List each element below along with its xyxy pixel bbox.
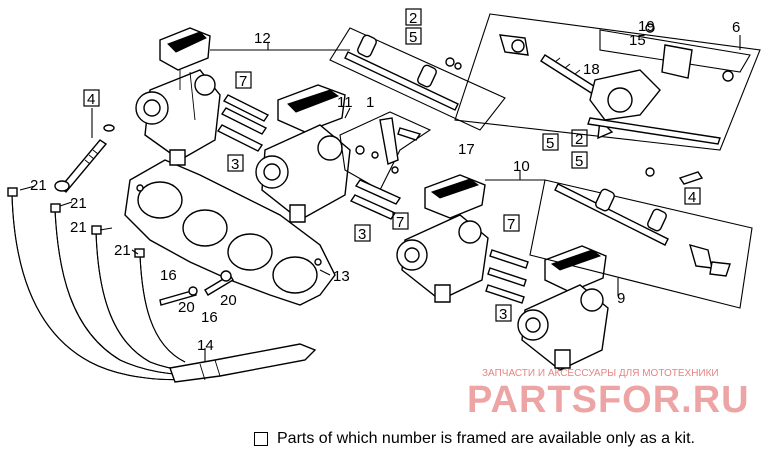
footnote-text: Parts of which number is framed are avai… xyxy=(277,430,695,447)
part-label: 12 xyxy=(254,30,271,47)
part-label: 3 xyxy=(231,156,239,173)
kit-footnote: Parts of which number is framed are avai… xyxy=(254,428,695,450)
part-number-labels: 12 11 1 6 19 15 18 17 10 9 13 14 16 16 2… xyxy=(30,18,740,354)
part-label: 7 xyxy=(239,73,247,90)
part-label: 1 xyxy=(366,94,374,111)
part-label: 9 xyxy=(617,290,625,307)
carburetor-center xyxy=(255,84,351,223)
framed-number-symbol xyxy=(254,432,268,446)
spring-set-lower xyxy=(485,249,529,304)
throttle-link-bottom xyxy=(485,167,753,309)
carburetor-front-left xyxy=(396,174,489,303)
part-label: 2 xyxy=(575,131,583,148)
spring-set-upper xyxy=(216,94,270,152)
part-label: 15 xyxy=(629,32,646,49)
part-label: 3 xyxy=(499,306,507,323)
leader-lines xyxy=(19,35,741,362)
part-label: 5 xyxy=(546,135,554,152)
part-label: 16 xyxy=(160,267,177,284)
framed-labels: 2 5 7 4 3 2 5 5 7 3 4 7 3 xyxy=(83,8,701,323)
insulator-plate xyxy=(124,159,336,306)
bolt-kit-left xyxy=(54,108,115,193)
part-label: 4 xyxy=(688,189,696,206)
spring-set-center xyxy=(349,179,402,220)
part-label: 3 xyxy=(358,226,366,243)
carburetor-top-left xyxy=(135,27,221,166)
watermark-logo: PARTSFOR.RU xyxy=(467,379,750,421)
throttle-link-top xyxy=(210,27,506,131)
part-label: 19 xyxy=(638,18,655,35)
carburetor-front-right xyxy=(517,245,609,371)
part-label: 13 xyxy=(333,268,350,285)
fuel-hose-assembly xyxy=(7,187,317,383)
part-label: 14 xyxy=(197,337,214,354)
watermark-tagline: ЗАПЧАСТИ И АКСЕССУАРЫ ДЛЯ МОТОТЕХНИКИ xyxy=(482,368,719,379)
part-label: 5 xyxy=(409,29,417,46)
part-label: 21 xyxy=(70,195,87,212)
part-label: 10 xyxy=(513,158,530,175)
part-label: 11 xyxy=(337,94,353,111)
part-label: 7 xyxy=(396,214,404,231)
part-label: 21 xyxy=(114,242,131,259)
watermark: ЗАПЧАСТИ И АКСЕССУАРЫ ДЛЯ МОТОТЕХНИКИ PA… xyxy=(467,368,750,421)
choke-linkage xyxy=(454,13,761,151)
part-label: 16 xyxy=(201,309,218,326)
part-label: 18 xyxy=(583,61,600,78)
part-label: 21 xyxy=(30,177,47,194)
part-label: 17 xyxy=(458,141,475,158)
part-label: 7 xyxy=(507,216,515,233)
part-label: 4 xyxy=(87,91,95,108)
part-label: 2 xyxy=(409,10,417,27)
part-label: 5 xyxy=(575,153,583,170)
part-label: 20 xyxy=(178,299,195,316)
part-label: 6 xyxy=(732,19,740,36)
screw-set xyxy=(159,270,234,306)
part-label: 21 xyxy=(70,219,87,236)
part-label: 20 xyxy=(220,292,237,309)
linkage-arm xyxy=(339,111,432,191)
